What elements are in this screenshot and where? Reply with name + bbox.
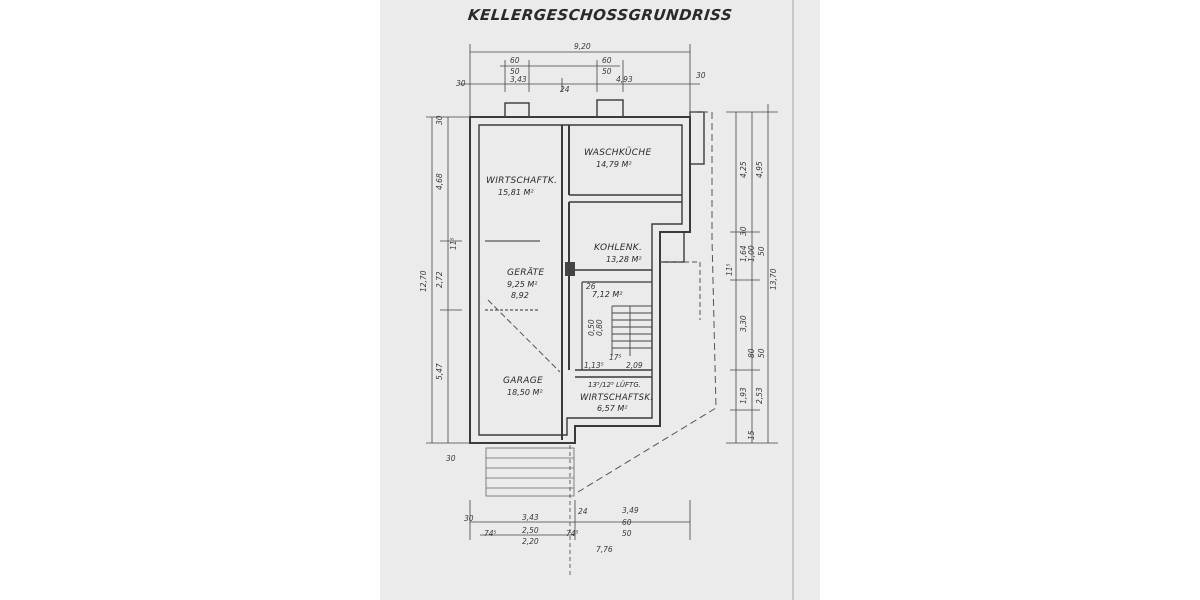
room-area-garage: 18,50 M²	[507, 388, 543, 397]
dim-bottom-wall: 24	[578, 507, 588, 516]
room-name-waschkueche: WASCHKÜCHE	[584, 148, 652, 158]
dim-bottom-right: 3,49	[622, 506, 639, 515]
dim-right-d3: 3,30	[739, 315, 748, 332]
room-area-waschkueche: 14,79 M²	[596, 160, 632, 169]
dim-top-sub1: 60	[510, 56, 520, 65]
dim-bottom-sub1: 2,50	[522, 526, 539, 535]
outline-guide-right	[577, 111, 717, 493]
dim-right-d5: 2,53	[755, 387, 764, 404]
dim-left-d3: 5,47	[435, 363, 444, 380]
side-box	[689, 111, 705, 165]
ramp-guide	[660, 261, 701, 320]
dim-top-edge-left: 30	[456, 79, 466, 88]
dim-inner-c: 2,09	[626, 361, 643, 370]
partition-wall-2	[569, 194, 682, 203]
dim-top-right: 4,93	[616, 75, 633, 84]
dim-inner-a: 26	[586, 282, 596, 291]
room-name-geraete: GERÄTE	[507, 268, 545, 278]
room-name-wirtschaftk: WIRTSCHAFTK.	[486, 176, 558, 186]
room-area-flur: 7,12 M²	[592, 290, 623, 299]
dim-top-edge-right: 30	[696, 71, 706, 80]
inner-wall	[478, 124, 683, 436]
dim-bottom-w3: 74⁵	[566, 529, 579, 538]
dim-right-small4: 30	[739, 226, 748, 236]
dim-bottom-w2: 74⁵	[484, 529, 497, 538]
stair-wall	[581, 281, 652, 370]
room-name-garage: GARAGE	[503, 376, 544, 386]
dim-top-left: 3,43	[510, 75, 527, 84]
dim-inner-d: 17⁵	[609, 353, 622, 362]
dim-right-d1: 4,25	[739, 161, 748, 178]
dim-left-total-label: 12,70	[419, 270, 428, 292]
dim-right-total-label: 13,70	[769, 268, 778, 290]
dim-inner-b: 1,13⁵	[584, 361, 604, 370]
dim-top-wall: 24	[560, 85, 570, 94]
light-well-1	[504, 102, 530, 118]
side-box-2	[659, 231, 685, 263]
partition-wall-5	[575, 369, 652, 378]
dim-right-small7: 50	[757, 348, 766, 358]
dim-left-w1: 11⁵	[449, 237, 458, 250]
dim-right-small5: 50	[757, 246, 766, 256]
dim-right-small2: 1,00	[747, 245, 756, 262]
garage-diagonal	[487, 299, 561, 373]
garage-ramp	[485, 447, 575, 497]
room-area-wirtschaftsk: 6,57 M²	[597, 404, 628, 413]
room-area-geraete-alt: 8,92	[511, 291, 529, 300]
dim-bottom-left: 3,43	[522, 513, 539, 522]
partition-wall-3	[561, 202, 570, 440]
dim-left-d1: 4,68	[435, 173, 444, 190]
room-note-lueftung: 13⁵/12⁵ LÜFTG.	[588, 381, 641, 389]
dim-top-sub1b: 50	[510, 67, 520, 76]
dim-bottom-sub2: 2,20	[522, 537, 539, 546]
dim-right-d4: 1,93	[739, 387, 748, 404]
dim-left-w2: 30	[435, 115, 444, 125]
dim-top-sub2: 60	[602, 56, 612, 65]
chimney	[565, 262, 575, 276]
room-name-wirtschaftsk: WIRTSCHAFTSK.	[580, 393, 654, 403]
dim-bottom-edge-left: 30	[464, 514, 474, 523]
dim-inner-f: 0,80	[595, 319, 604, 336]
room-area-kohlenk: 13,28 M²	[606, 255, 642, 264]
room-area-geraete: 9,25 M²	[507, 280, 538, 289]
dim-right-small6: 80	[747, 348, 756, 358]
dim-top-total-label: 9,20	[574, 42, 591, 51]
sheet-fold-line	[792, 0, 794, 600]
dim-left-w3: 30	[446, 454, 456, 463]
room-name-kohlenk: KOHLENK.	[594, 243, 643, 253]
dim-right-small8: 15	[747, 430, 756, 440]
dim-bottom-total-label: 7,76	[596, 545, 613, 554]
dim-right-d2: 4,95	[755, 161, 764, 178]
dim-right-small3: 11⁵	[725, 263, 734, 276]
dim-top-sub2b: 50	[602, 67, 612, 76]
room-area-wirtschaftk: 15,81 M²	[498, 188, 534, 197]
dim-bottom-sub4: 50	[622, 529, 632, 538]
light-well-2	[596, 99, 624, 118]
dim-bottom-sub3: 60	[622, 518, 632, 527]
dim-left-d2: 2,72	[435, 271, 444, 288]
partition-wall-1	[561, 125, 570, 235]
